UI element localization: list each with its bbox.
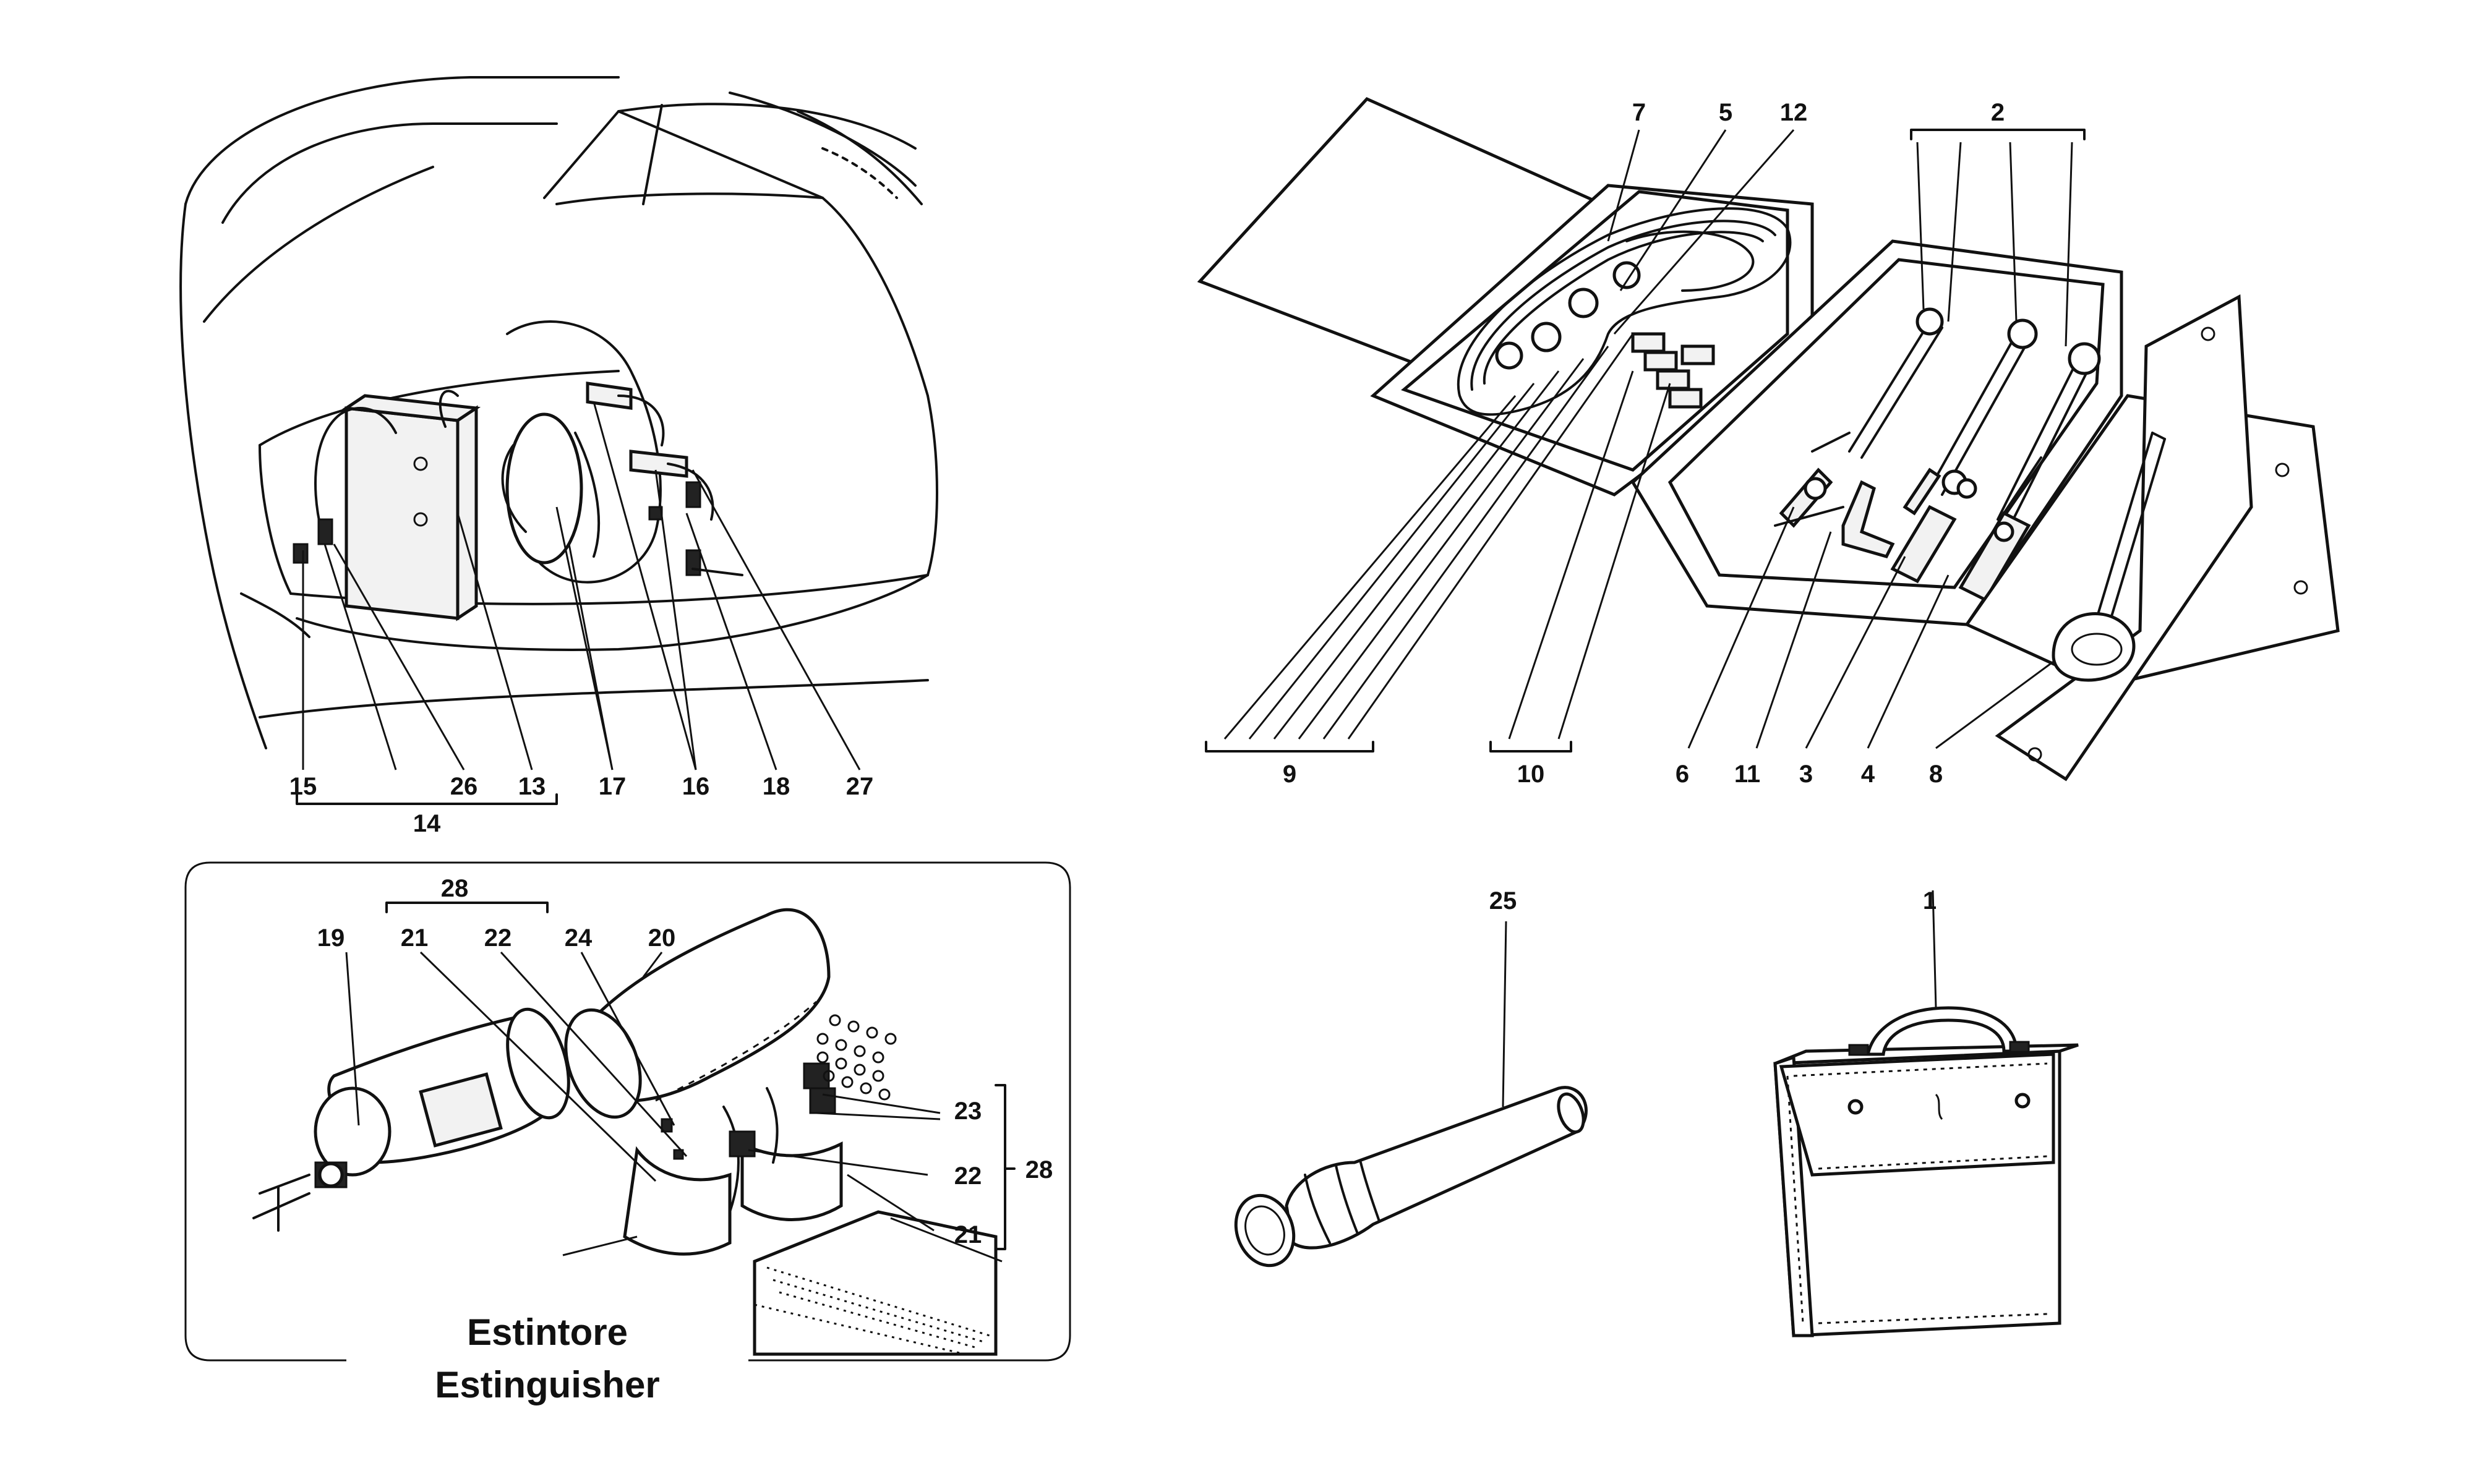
label-part-23: 23 <box>954 1098 982 1125</box>
flashlight-illustration <box>1234 921 1588 1268</box>
trunk-leader-lines <box>296 401 861 805</box>
label-part-24: 24 <box>565 924 593 952</box>
label-part-12: 12 <box>1780 99 1808 126</box>
label-part-19: 19 <box>317 924 345 952</box>
label-part-4: 4 <box>1861 761 1875 788</box>
vent-grille <box>816 1014 897 1101</box>
part-labels: 15 26 13 17 16 18 27 14 7 5 12 2 9 10 6 … <box>289 99 2005 1248</box>
label-part-20: 20 <box>648 924 676 952</box>
label-part-16: 16 <box>682 773 710 800</box>
extinguisher-panel <box>184 861 1071 1362</box>
label-part-17: 17 <box>599 773 627 800</box>
label-part-27: 27 <box>846 773 874 800</box>
tool-roll-leader-lines <box>1205 129 2086 753</box>
caption-estinguisher: Estinguisher <box>435 1364 659 1405</box>
tool-roll-illustration <box>1197 96 2340 782</box>
label-part-18: 18 <box>763 773 790 800</box>
label-part-28-top: 28 <box>441 875 469 902</box>
label-part-13: 13 <box>518 773 546 800</box>
label-part-14: 14 <box>413 810 441 837</box>
label-part-5: 5 <box>1719 99 1732 126</box>
trunk-illustration <box>179 76 938 749</box>
label-part-26: 26 <box>450 773 478 800</box>
label-part-7: 7 <box>1632 99 1646 126</box>
caption-estintore: Estintore <box>467 1311 628 1353</box>
label-part-11: 11 <box>1734 761 1760 788</box>
label-part-2: 2 <box>1991 99 2005 126</box>
label-part-25: 25 <box>1489 887 1517 915</box>
label-part-22-side: 22 <box>954 1162 982 1190</box>
label-part-10: 10 <box>1517 761 1545 788</box>
label-part-22-top: 22 <box>484 924 512 952</box>
label-part-21-side: 21 <box>954 1221 982 1248</box>
label-part-28-side: 28 <box>1025 1156 1053 1183</box>
label-part-8: 8 <box>1929 761 1943 788</box>
label-part-1: 1 <box>1923 887 1937 915</box>
label-part-15: 15 <box>289 773 317 800</box>
tool-bag-illustration <box>1773 890 2079 1337</box>
label-part-3: 3 <box>1799 761 1813 788</box>
label-part-21-top: 21 <box>401 924 429 952</box>
label-part-9: 9 <box>1283 761 1296 788</box>
label-part-6: 6 <box>1676 761 1689 788</box>
